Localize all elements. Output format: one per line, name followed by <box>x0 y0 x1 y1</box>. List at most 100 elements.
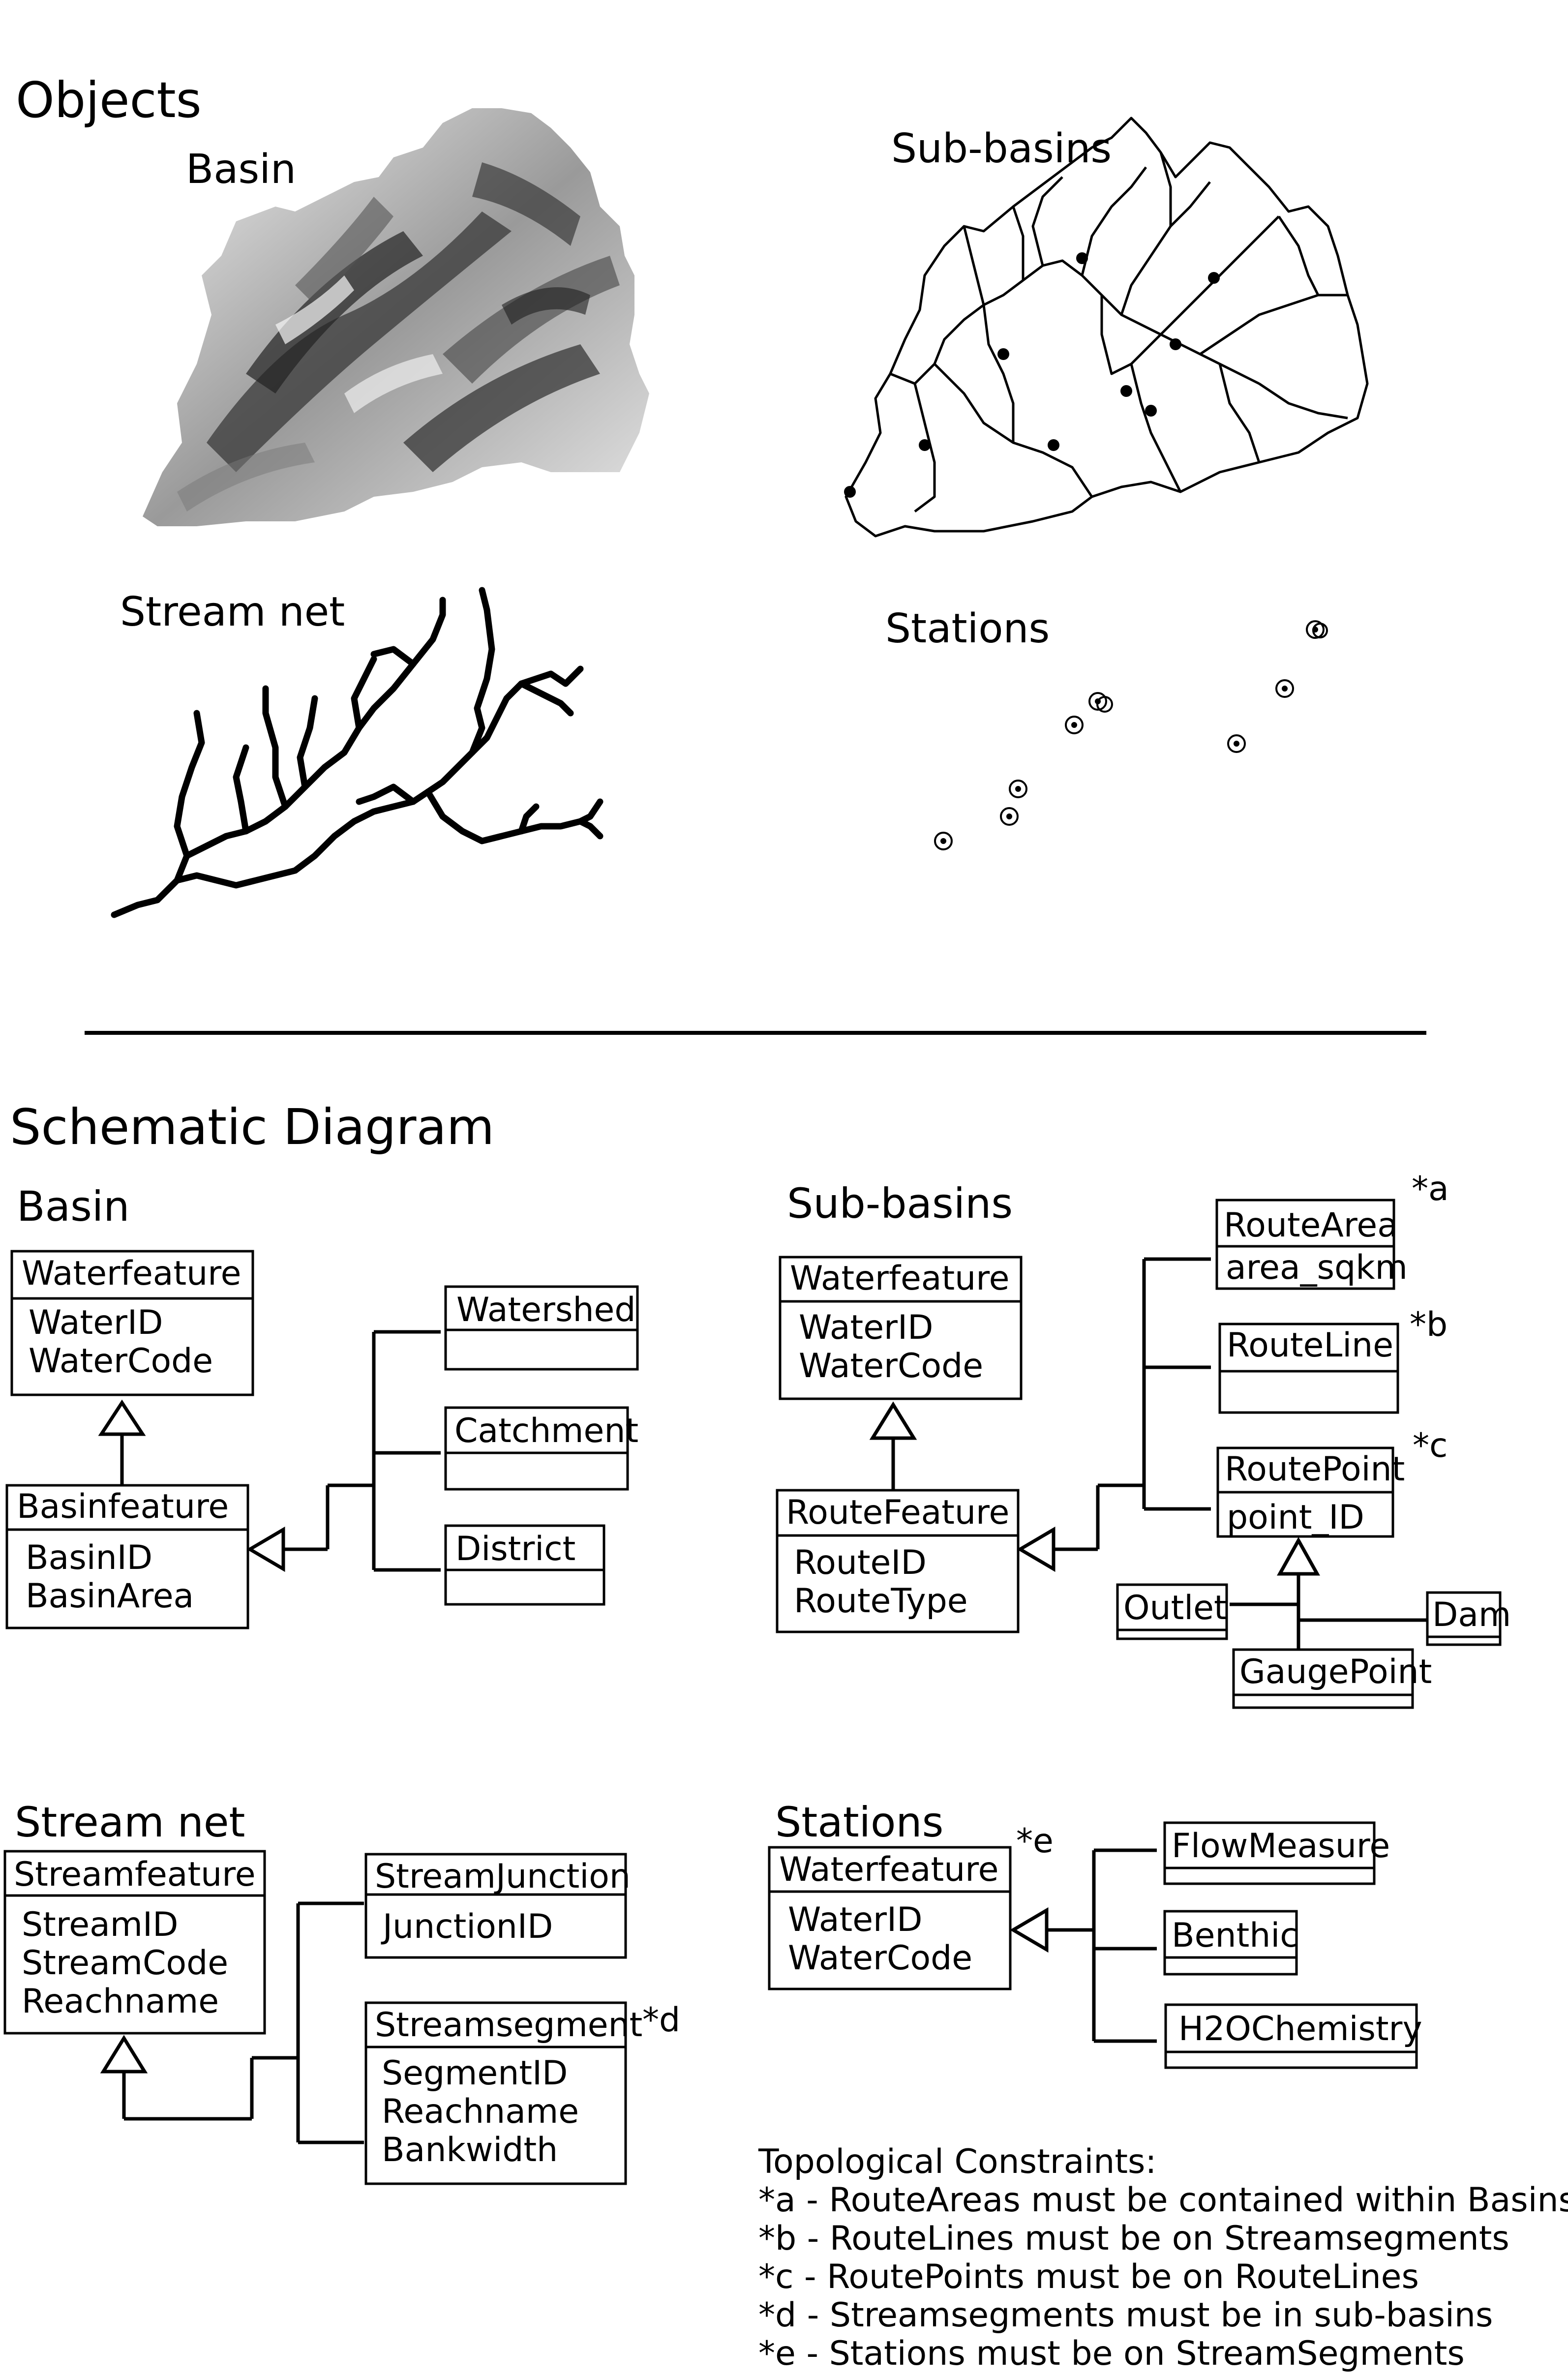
aggregation-arrow <box>1010 1907 1049 1953</box>
class-streamfeature: Streamfeature StreamID StreamCode Reachn… <box>3 1850 266 2035</box>
class-attr: WaterCode <box>799 1347 983 1385</box>
topological-constraints: Topological Constraints: *a - RouteAreas… <box>758 2142 1568 2373</box>
class-watershed: Watershed <box>444 1285 639 1371</box>
objects-stations-label: Stations <box>885 605 1050 652</box>
class-benthic: Benthic <box>1163 1910 1298 1976</box>
station-point <box>1275 679 1294 698</box>
class-name: RouteFeature <box>786 1493 1009 1532</box>
class-h2ochemistry: H2OChemistry <box>1164 2003 1422 2069</box>
class-name: Waterfeature <box>790 1259 1010 1298</box>
note-marker-b: *b <box>1410 1305 1447 1344</box>
class-attr: BasinArea <box>26 1577 194 1616</box>
class-streamjunction: StreamJunction JunctionID <box>364 1853 631 1959</box>
subbasins-diagram-title: Sub-basins <box>787 1179 1013 1228</box>
aggregation-arrow <box>246 1526 285 1572</box>
subbasins-map <box>844 117 1369 538</box>
class-attr: JunctionID <box>381 1907 553 1946</box>
class-name: District <box>455 1530 575 1568</box>
class-waterfeature-basin: Waterfeature WaterID WaterCode <box>10 1250 254 1396</box>
class-name: Waterfeature <box>779 1850 999 1889</box>
class-dam: Dam <box>1426 1591 1511 1646</box>
objects-basin-label: Basin <box>186 146 296 193</box>
routepoint-subclass-lines <box>1230 1574 1426 1657</box>
class-basinfeature: Basinfeature BasinID BasinArea <box>5 1484 249 1629</box>
objects-subbasins-label: Sub-basins <box>891 125 1112 172</box>
class-attr: StreamCode <box>22 1944 228 1983</box>
constraint-item: *d - Streamsegments must be in sub-basin… <box>758 2296 1493 2335</box>
class-routepoint: RoutePoint point_ID <box>1216 1446 1405 1538</box>
note-marker-e: *e <box>1016 1822 1054 1861</box>
class-name: Catchment <box>454 1412 638 1450</box>
station-point <box>1227 734 1246 753</box>
station-point <box>1088 692 1113 713</box>
class-name: Waterfeature <box>22 1254 241 1293</box>
class-waterfeature-stations: Waterfeature WaterID WaterCode <box>768 1846 1012 1990</box>
station-point <box>934 832 953 850</box>
class-routefeature: RouteFeature RouteID RouteType <box>776 1489 1020 1633</box>
inheritance-arrow <box>869 1401 917 1440</box>
class-streamsegment: Streamsegment SegmentID Reachname Bankwi… <box>364 2001 642 2185</box>
class-waterfeature-subbasins: Waterfeature WaterID WaterCode <box>779 1256 1023 1400</box>
streamnet-map <box>111 587 603 918</box>
class-attr: BasinID <box>26 1538 152 1577</box>
stations-diagram-title: Stations <box>775 1798 943 1846</box>
basin-diagram-title: Basin <box>17 1182 129 1231</box>
class-routeline: RouteLine <box>1218 1323 1399 1414</box>
class-catchment: Catchment <box>444 1406 638 1491</box>
class-gaugepoint: GaugePoint <box>1232 1648 1432 1709</box>
class-name: Basinfeature <box>17 1487 229 1526</box>
constraint-item: *a - RouteAreas must be contained within… <box>758 2181 1568 2220</box>
class-outlet: Outlet <box>1116 1583 1228 1640</box>
constraint-item: *e - Stations must be on StreamSegments <box>758 2334 1465 2373</box>
class-name: Dam <box>1432 1595 1511 1634</box>
class-name: RoutePoint <box>1225 1450 1405 1489</box>
class-attr: area_sqkm <box>1226 1248 1408 1287</box>
class-name: RouteArea <box>1224 1206 1398 1245</box>
constraints-title: Topological Constraints: <box>758 2142 1156 2181</box>
class-attr: WaterCode <box>788 1939 972 1978</box>
class-name: Streamfeature <box>14 1855 256 1894</box>
class-attr: StreamID <box>22 1905 178 1944</box>
station-point <box>1306 620 1328 639</box>
class-attr: Bankwidth <box>382 2131 558 2169</box>
class-attr: RouteID <box>794 1543 927 1582</box>
streamnet-connector-lines <box>122 1901 364 2144</box>
inheritance-arrow <box>1277 1536 1320 1576</box>
class-name: Watershed <box>456 1291 636 1329</box>
class-name: Outlet <box>1123 1589 1227 1627</box>
constraint-item: *b - RouteLines must be on Streamsegment… <box>758 2219 1509 2258</box>
class-attr: point_ID <box>1227 1498 1364 1537</box>
schematic-heading: Schematic Diagram <box>10 1098 494 1156</box>
class-attr: Reachname <box>22 1982 219 2021</box>
note-marker-c: *c <box>1413 1426 1447 1465</box>
stations-connector-lines <box>1047 1848 1157 2043</box>
note-marker-a: *a <box>1412 1170 1449 1208</box>
class-routearea: RouteArea area_sqkm <box>1215 1199 1408 1290</box>
class-attr: Reachname <box>382 2092 579 2131</box>
class-attr: WaterCode <box>29 1342 213 1381</box>
class-name: FlowMeasure <box>1172 1827 1390 1866</box>
constraint-item: *c - RoutePoints must be on RouteLines <box>758 2258 1419 2296</box>
station-point <box>1065 716 1084 734</box>
inheritance-arrow <box>100 2035 148 2074</box>
station-point <box>1009 780 1027 798</box>
stations-map <box>934 620 1328 850</box>
objects-streamnet-label: Stream net <box>120 589 345 635</box>
streamnet-diagram-title: Stream net <box>15 1798 245 1846</box>
subbasins-connector-lines <box>1054 1257 1211 1551</box>
class-name: Streamsegment <box>375 2006 642 2045</box>
class-name: RouteLine <box>1227 1326 1393 1365</box>
class-attr: WaterID <box>29 1303 163 1342</box>
class-district: District <box>444 1524 605 1606</box>
class-attr: SegmentID <box>382 2054 568 2093</box>
basin-connector-lines <box>283 1330 441 1572</box>
class-name: StreamJunction <box>375 1857 631 1896</box>
station-point <box>1000 807 1019 826</box>
objects-heading: Objects <box>16 71 202 129</box>
aggregation-arrow <box>1017 1526 1055 1572</box>
class-flowmeasure: FlowMeasure <box>1163 1821 1390 1885</box>
class-name: H2OChemistry <box>1178 2010 1422 2048</box>
class-attr: WaterID <box>788 1900 922 1939</box>
class-attr: WaterID <box>799 1308 933 1347</box>
